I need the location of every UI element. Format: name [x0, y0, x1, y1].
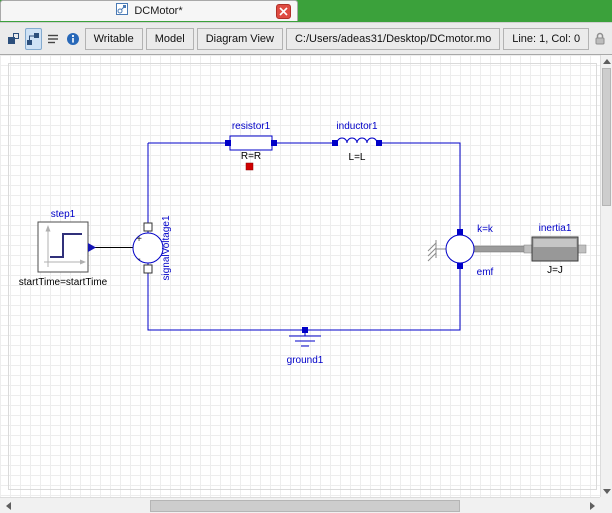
- step-output-port[interactable]: [88, 243, 96, 252]
- flange-a[interactable]: [523, 244, 533, 254]
- scroll-right-icon[interactable]: [584, 498, 600, 513]
- model-type-label: Model: [145, 27, 194, 50]
- pin-p[interactable]: [302, 327, 308, 333]
- component-parameter: R=R: [241, 151, 261, 162]
- scroll-down-icon[interactable]: [601, 485, 612, 497]
- component-label: inertia1: [539, 223, 572, 234]
- model-toolbar: Writable Model Diagram View C:/Users/ade…: [0, 22, 612, 55]
- step-curve: [50, 233, 82, 258]
- heat-port[interactable]: [245, 162, 254, 171]
- inertia-highlight: [533, 239, 577, 247]
- pin-n[interactable]: [271, 140, 277, 146]
- scroll-left-icon[interactable]: [0, 498, 16, 513]
- view-mode-label: Diagram View: [196, 27, 283, 50]
- text-view-icon: [48, 34, 59, 43]
- writable-label: Writable: [93, 32, 134, 45]
- pin-n[interactable]: [457, 263, 463, 269]
- component-label: emf: [477, 267, 494, 278]
- component-label: resistor1: [232, 121, 271, 132]
- component-parameter: k=k: [477, 224, 494, 235]
- pin-n[interactable]: [376, 140, 382, 146]
- close-icon[interactable]: [276, 4, 291, 19]
- diagram-view-icon: [27, 32, 40, 45]
- writable-button[interactable]: Writable: [84, 27, 143, 50]
- horizontal-scrollbar[interactable]: [0, 497, 600, 513]
- plus-sign: +: [136, 234, 142, 245]
- component-parameter: L=L: [349, 152, 366, 163]
- pin-n[interactable]: [143, 264, 153, 274]
- file-path-label: C:/Users/adeas31/Desktop/DCmotor.mo: [285, 27, 501, 50]
- icon-view-button[interactable]: [5, 28, 22, 50]
- cursor-position-label: Line: 1, Col: 0: [503, 27, 590, 50]
- lock-icon: [592, 28, 607, 50]
- scrollbar-corner: [600, 497, 612, 513]
- pin-p[interactable]: [457, 229, 463, 235]
- diagram-canvas[interactable]: step1 startTime=startTime + - signalVolt…: [0, 55, 600, 497]
- component-ground1[interactable]: ground1: [287, 327, 324, 366]
- emf-shaft: [473, 245, 529, 253]
- component-step1[interactable]: step1 startTime=startTime: [19, 209, 108, 288]
- icon-view-icon: [8, 32, 20, 44]
- component-signalVoltage1[interactable]: + - signalVoltage1: [132, 215, 172, 281]
- tab-bar: DCMotor*: [0, 0, 612, 22]
- component-inertia1[interactable]: inertia1 J=J: [523, 223, 587, 276]
- vertical-scrollbar[interactable]: [600, 55, 612, 497]
- pin-p[interactable]: [225, 140, 231, 146]
- diagram-view-button[interactable]: [24, 27, 42, 50]
- component-emf[interactable]: k=k emf: [427, 224, 529, 278]
- pin-p[interactable]: [332, 140, 338, 146]
- documentation-view-button[interactable]: [65, 28, 82, 50]
- scroll-up-icon[interactable]: [601, 55, 612, 67]
- flange-b[interactable]: [577, 244, 587, 254]
- component-label: signalVoltage1: [161, 215, 172, 280]
- connection-wires[interactable]: [147, 142, 461, 331]
- pin-p[interactable]: [143, 222, 153, 232]
- component-label: inductor1: [336, 121, 378, 132]
- text-view-button[interactable]: [45, 28, 62, 50]
- vertical-scrollbar-thumb[interactable]: [602, 68, 611, 206]
- step-axes: [44, 225, 86, 267]
- minus-sign: -: [137, 254, 140, 265]
- component-inductor1[interactable]: inductor1 L=L: [332, 121, 382, 163]
- horizontal-scrollbar-thumb[interactable]: [150, 500, 460, 512]
- tab-title: DCMotor*: [134, 5, 183, 17]
- component-parameter: J=J: [547, 265, 563, 276]
- component-label: step1: [51, 209, 76, 220]
- emf-support: [427, 240, 447, 262]
- component-resistor1[interactable]: resistor1 R=R: [225, 121, 277, 171]
- component-label: ground1: [287, 355, 324, 366]
- component-parameter: startTime=startTime: [19, 277, 108, 288]
- tab-dcmotor[interactable]: DCMotor*: [0, 0, 298, 21]
- info-icon: [67, 32, 80, 45]
- diagram-extent: [8, 63, 597, 490]
- model-icon: [115, 2, 129, 21]
